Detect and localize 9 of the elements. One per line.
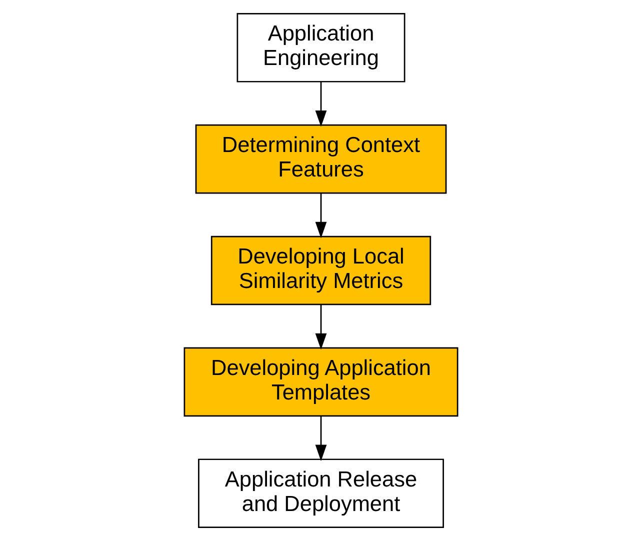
arrow [314, 416, 326, 462]
arrow [314, 304, 326, 350]
arrow [314, 82, 326, 127]
node-box: Determining Context Features [194, 124, 446, 194]
arrow [314, 193, 326, 238]
node-box: Developing Application Templates [183, 347, 458, 417]
node-box: Application Release and Deployment [198, 458, 444, 528]
node-box: Developing Local Similarity Metrics [210, 236, 431, 306]
node-box: Application Engineering [236, 13, 405, 82]
